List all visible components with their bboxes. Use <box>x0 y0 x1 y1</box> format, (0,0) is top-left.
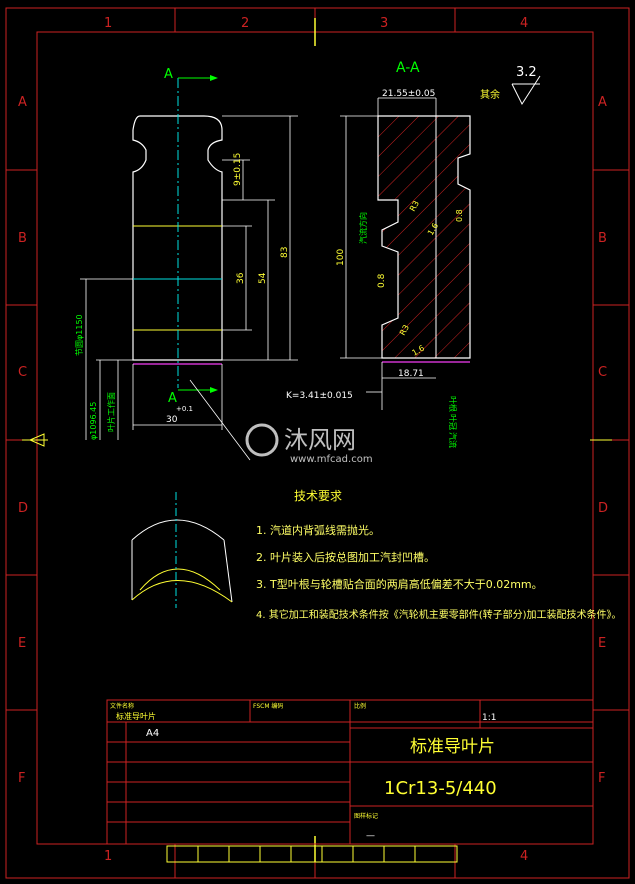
flow-label: 汽流方向 <box>358 212 368 244</box>
row-label: C <box>598 365 607 380</box>
row-label: C <box>18 365 27 380</box>
row-label: D <box>598 501 608 516</box>
watermark-brand: 沐风网 <box>284 426 356 454</box>
dim-36: 36 <box>236 272 246 284</box>
tech-item-2: 2. 叶片装入后按总图加工汽封凹槽。 <box>256 551 435 564</box>
dim-18-71: 18.71 <box>398 369 424 379</box>
dim-54: 54 <box>258 272 268 284</box>
row-label: B <box>18 231 27 246</box>
tb-part-name: 标准导叶片 <box>410 737 495 757</box>
section-title: A-A <box>396 60 420 76</box>
tb-format-value: A4 <box>146 728 159 739</box>
tech-item-3: 3. T型叶根与轮槽贴合面的两肩高低偏差不大于0.02mm。 <box>256 578 543 591</box>
title-block <box>106 699 594 845</box>
section-view <box>340 75 541 410</box>
dim-0-8a: 0.8 <box>377 273 387 288</box>
tb-name-value: 标准导叶片 <box>116 711 156 721</box>
section-mark-top: A <box>164 67 173 82</box>
tb-scale-label: 比例 <box>354 702 366 710</box>
bottom-ruler <box>166 845 458 863</box>
tb-fscm-label: FSCM 编码 <box>253 702 283 710</box>
tb-sheet-value: — <box>366 831 375 841</box>
tech-item-4: 4. 其它加工和装配技术条件按《汽轮机主要零部件(转子部分)加工装配技术条件》。 <box>256 610 622 621</box>
side-note-c: 汽流 <box>448 432 458 448</box>
blade-sketch <box>131 492 233 608</box>
dim-top-width: 21.55±0.05 <box>382 89 435 99</box>
zone-labels: 1 2 3 4 1 4 A B C D E F A B C D E F <box>18 16 608 864</box>
title-block-text: 文件名称 标准导叶片 FSCM 编码 A4 比例 1:1 标准导叶片 1Cr13… <box>110 702 497 841</box>
zone-ticks <box>6 8 629 878</box>
col-label: 4 <box>520 849 528 864</box>
row-label: E <box>598 636 606 651</box>
roughness-symbol <box>511 75 541 106</box>
tech-title: 技术要求 <box>294 489 342 503</box>
outer-frame <box>5 7 630 879</box>
tech-item-1: 1. 汽道内背弧线需抛光。 <box>256 524 380 537</box>
row-label: D <box>18 501 28 516</box>
side-note-b: 叶冠 <box>448 414 457 430</box>
dim-phi1096: φ1096.45 <box>89 402 98 440</box>
tb-name-label: 文件名称 <box>110 702 134 710</box>
col-label: 3 <box>380 16 388 31</box>
col-label: 2 <box>241 16 249 31</box>
dim-83: 83 <box>280 247 290 258</box>
tb-sheet-label: 图样标记 <box>354 812 378 820</box>
row-label: A <box>18 95 27 110</box>
section-outline <box>377 115 471 359</box>
col-label: 1 <box>104 16 112 31</box>
tb-material: 1Cr13-5/440 <box>384 778 497 799</box>
row-label: B <box>598 231 607 246</box>
watermark: 沐风网 www.mfcad.com <box>245 423 373 465</box>
dim-k: K=3.41±0.015 <box>286 391 353 401</box>
row-label: A <box>598 95 607 110</box>
roughness-value: 3.2 <box>516 65 537 80</box>
col-label: 4 <box>520 16 528 31</box>
watermark-url: www.mfcad.com <box>290 454 373 465</box>
roughness-note: 其余 <box>480 88 500 101</box>
dim-30-tol: +0.1 <box>176 405 193 413</box>
dim-100: 100 <box>336 249 346 266</box>
dim-0-8b: 0.8 <box>455 209 464 222</box>
row-label: E <box>18 636 26 651</box>
drawing-text: A A A-A 3.2 其余 21.55±0.05 9±0.15 36 54 8… <box>75 60 537 503</box>
row-label: F <box>18 771 25 786</box>
front-view <box>80 75 298 461</box>
section-mark-bottom: A <box>168 391 177 406</box>
ref-note: 叶片工作面 <box>106 392 116 432</box>
col-label: 1 <box>104 849 112 864</box>
tb-scale-value: 1:1 <box>482 713 496 723</box>
row-label: F <box>598 771 605 786</box>
dim-9: 9±0.15 <box>233 153 243 186</box>
side-note-a: 叶根 <box>448 396 458 412</box>
dim-phi150: 节圆φ1150 <box>75 314 84 356</box>
dim-30: 30 <box>166 415 178 425</box>
